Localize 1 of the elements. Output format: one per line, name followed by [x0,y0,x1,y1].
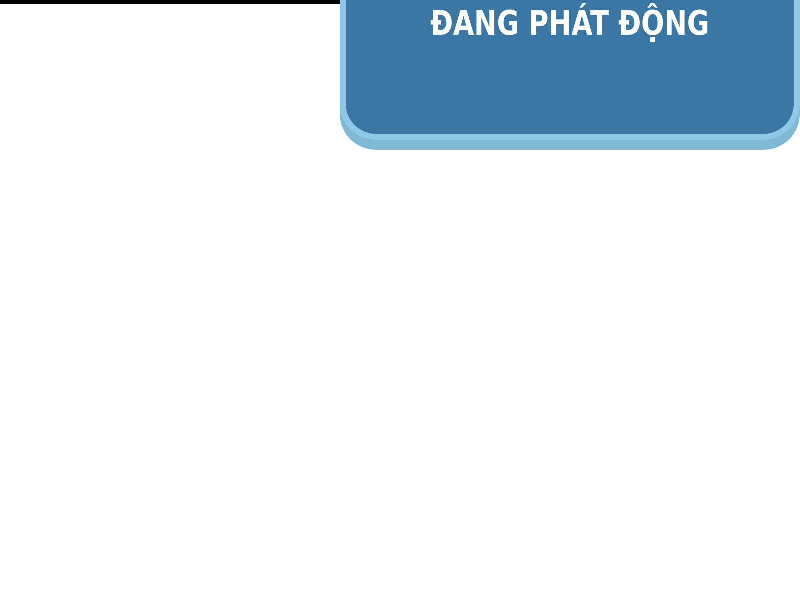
caption-text: ĐANG PHÁT ĐỘNG [429,4,711,44]
